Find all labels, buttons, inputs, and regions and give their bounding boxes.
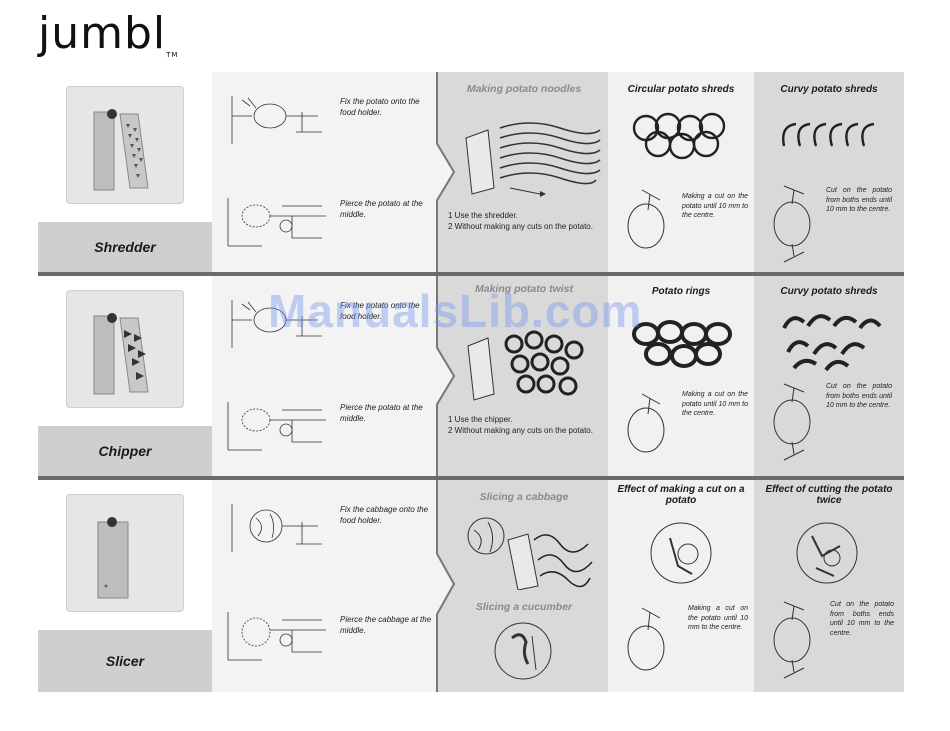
step-2-text: Pierce the potato at the middle. xyxy=(340,199,423,219)
sliced-cucumber-illustration xyxy=(494,622,552,680)
circular-shreds-illustration xyxy=(632,112,726,160)
variation-a-text: Making a cut on the potato until 10 mm t… xyxy=(682,193,748,219)
variation-b-panel: Curvy potato shreds Cut on the potato fr… xyxy=(754,72,904,272)
main-title-2: Slicing a cucumber xyxy=(475,601,573,613)
step-2-text: Pierce the potato at the middle. xyxy=(340,403,423,423)
fix-food-sketch-icon xyxy=(231,96,322,144)
variation-a-text: Making a cut on the potato until 10 mm t… xyxy=(682,391,748,417)
logo-text: jumbl xyxy=(38,8,167,59)
step-1-text: Fix the cabbage onto the food holder. xyxy=(340,505,429,525)
blade-panel: Slicer xyxy=(38,480,212,692)
main-notes: 1 Use the chipper. 2 Without making any … xyxy=(448,414,593,436)
sliced-cabbage-illustration xyxy=(467,517,593,590)
cut-potato-effect-illustration xyxy=(650,522,712,584)
main-title: Slicing a cabbage xyxy=(479,491,569,503)
step-2-text: Pierce the cabbage at the middle. xyxy=(340,615,432,635)
main-title: Making potato twist xyxy=(475,283,573,295)
potato-rings-illustration xyxy=(632,320,732,368)
cut-potato-both-ends-icon xyxy=(773,185,811,263)
blade-panel: Shredder xyxy=(38,72,212,272)
blade-name: Chipper xyxy=(38,426,212,476)
chevron-divider-icon xyxy=(436,72,456,272)
cut-potato-icon xyxy=(627,189,665,249)
shredder-blade-image xyxy=(66,86,184,204)
fix-cabbage-sketch-icon xyxy=(231,504,322,552)
potato-noodles-illustration xyxy=(465,122,601,197)
variation-b-panel: Curvy potato shreds Cut on the potato fr… xyxy=(754,276,904,476)
cut-potato-both-ends-icon xyxy=(773,383,811,461)
chevron-divider-icon xyxy=(436,276,456,476)
pierce-food-sketch-icon xyxy=(227,198,326,247)
steps-panel: Fix the potato onto the food holder. Pie… xyxy=(212,72,436,272)
pierce-food-sketch-icon xyxy=(227,402,326,451)
row-separator xyxy=(38,476,904,480)
variation-b-panel: Effect of cutting the potato twice Cut o… xyxy=(754,480,904,692)
blade-name: Shredder xyxy=(38,222,212,272)
cut-twice-effect-illustration xyxy=(796,522,858,584)
main-note-2: 2 Without making any cuts on the potato. xyxy=(448,222,593,231)
variation-b-title: Effect of cutting the potato twice xyxy=(765,484,893,506)
main-title: Making potato noodles xyxy=(466,83,582,95)
main-result-panel: Making potato noodles 1 Use the shredder… xyxy=(436,72,610,272)
fix-food-sketch-icon xyxy=(231,300,322,348)
brand-logo: jumblTM xyxy=(38,8,178,59)
curvy-shreds-illustration xyxy=(782,122,875,147)
row-slicer: Slicer Fix the cabbage onto the food hol… xyxy=(38,480,904,692)
potato-twist-illustration xyxy=(467,330,584,401)
step-1-text: Fix the potato onto the food holder. xyxy=(340,301,420,321)
slicer-blade-image xyxy=(66,494,184,612)
variation-a-title: Circular potato shreds xyxy=(627,84,735,95)
cut-potato-icon xyxy=(627,393,665,453)
step-1-text: Fix the potato onto the food holder. xyxy=(340,97,420,117)
variation-b-text: Cut on the potato from boths ends until … xyxy=(826,187,892,213)
pierce-cabbage-sketch-icon xyxy=(227,612,326,661)
blade-panel: Chipper xyxy=(38,276,212,476)
chipper-blade-image xyxy=(66,290,184,408)
variation-b-title: Curvy potato shreds xyxy=(780,286,878,297)
row-chipper: Chipper Fix the potato onto the food hol… xyxy=(38,276,904,476)
row-shredder: Shredder Fix the potato onto the food ho… xyxy=(38,72,904,272)
main-note-1: 1 Use the shredder. xyxy=(448,211,518,220)
blade-name: Slicer xyxy=(38,630,212,692)
steps-panel: Fix the potato onto the food holder. Pie… xyxy=(212,276,436,476)
cut-potato-icon xyxy=(627,607,665,671)
slicer-blade-icon xyxy=(97,517,129,599)
steps-panel: Fix the cabbage onto the food holder. Pi… xyxy=(212,480,436,692)
instruction-grid: Shredder Fix the potato onto the food ho… xyxy=(38,72,904,692)
main-result-panel: Making potato twist 1 Use the chipper. 2… xyxy=(436,276,610,476)
variation-b-title: Curvy potato shreds xyxy=(780,84,878,95)
main-note-2: 2 Without making any cuts on the potato. xyxy=(448,426,593,435)
variation-a-panel: Effect of making a cut on a potato Makin… xyxy=(608,480,754,692)
chipper-blade-icon xyxy=(93,313,149,395)
main-note-1: 1 Use the chipper. xyxy=(448,415,513,424)
main-notes: 1 Use the shredder. 2 Without making any… xyxy=(448,210,593,232)
shredder-blade-icon xyxy=(93,109,149,191)
main-result-panel: Slicing a cabbage Slicing a cucumber xyxy=(436,480,610,692)
variation-a-panel: Potato rings Making a cut on the potato … xyxy=(608,276,754,476)
variation-a-title: Potato rings xyxy=(651,286,711,297)
cut-potato-both-ends-icon xyxy=(773,601,811,679)
variation-a-text: Making a cut on the potato until 10 mm t… xyxy=(688,605,748,631)
variation-a-panel: Circular potato shreds Making a cut on t… xyxy=(608,72,754,272)
variation-a-title: Effect of making a cut on a potato xyxy=(617,484,745,506)
trademark-mark: TM xyxy=(166,51,179,59)
chevron-divider-icon xyxy=(436,480,456,692)
row-separator xyxy=(38,272,904,276)
curvy-shreds-illustration xyxy=(782,314,882,372)
variation-b-text: Cut on the potato from boths ends until … xyxy=(826,383,892,409)
variation-b-text: Cut on the potato from boths ends until … xyxy=(830,601,894,637)
